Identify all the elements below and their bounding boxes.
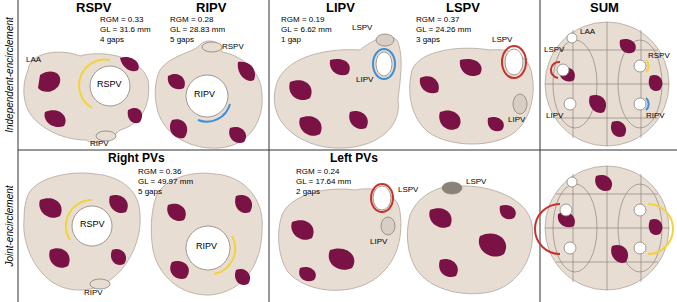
vein-label: LIPV (370, 238, 387, 247)
vein-label: RIPV (90, 140, 109, 149)
panel-title: LIPV (326, 1, 355, 15)
metric-text: GL = 31.6 mm (100, 26, 151, 35)
panel-title: Left PVs (330, 152, 378, 165)
vein-label: RSPV (80, 220, 105, 230)
row-label: Joint-encirclement (4, 185, 15, 266)
metric-text: GL = 6.62 mm (281, 26, 332, 35)
vein-label: LIPV (546, 112, 563, 121)
vein-label: RSPV (97, 80, 122, 90)
panel-title: SUM (590, 1, 619, 15)
vein-label: LSPV (398, 186, 418, 195)
metric-text: 4 gaps (100, 36, 124, 45)
vein-label: RIPV (196, 242, 217, 252)
vein-label: RSPV (222, 43, 244, 52)
vein-label: LAA (580, 28, 595, 37)
vein-label: LSPV (352, 24, 372, 33)
metric-text: RGM = 0.28 (170, 16, 213, 25)
metric-text: RGM = 0.19 (281, 16, 324, 25)
metric-text: 5 gaps (170, 36, 194, 45)
metric-text: RGM = 0.36 (138, 168, 181, 177)
metric-text: GL = 28.83 mm (170, 26, 225, 35)
metric-text: RGM = 0.37 (416, 16, 459, 25)
vein-label: LIPV (356, 76, 373, 85)
metric-text: GL = 49.97 mm (138, 178, 193, 187)
panel-title: LSPV (446, 1, 480, 15)
row-label: Independent-encirclement (4, 17, 15, 133)
vein-label: RIPV (646, 112, 665, 121)
metric-text: 5 gaps (138, 188, 162, 197)
metric-text: 3 gaps (416, 36, 440, 45)
metric-text: 2 gaps (296, 188, 320, 197)
metric-text: GL = 24.26 mm (416, 26, 471, 35)
metric-text: 1 gap (281, 36, 301, 45)
vein-label: LSPV (466, 178, 486, 187)
vein-label: RSPV (648, 52, 670, 61)
metric-text: GL = 17.64 mm (296, 178, 351, 187)
panel-title: RSPV (76, 1, 111, 15)
metric-text: RGM = 0.33 (100, 16, 143, 25)
panel-title: RIPV (196, 1, 226, 15)
vein-label: LSPV (492, 36, 512, 45)
metric-text: RGM = 0.24 (296, 168, 339, 177)
vein-label: RIPV (84, 289, 103, 298)
vein-label: LSPV (544, 46, 564, 55)
panel-title: Right PVs (108, 152, 165, 165)
vein-label: LAA (26, 56, 41, 65)
vein-label: RIPV (194, 90, 215, 100)
vein-label: LIPV (508, 116, 525, 125)
